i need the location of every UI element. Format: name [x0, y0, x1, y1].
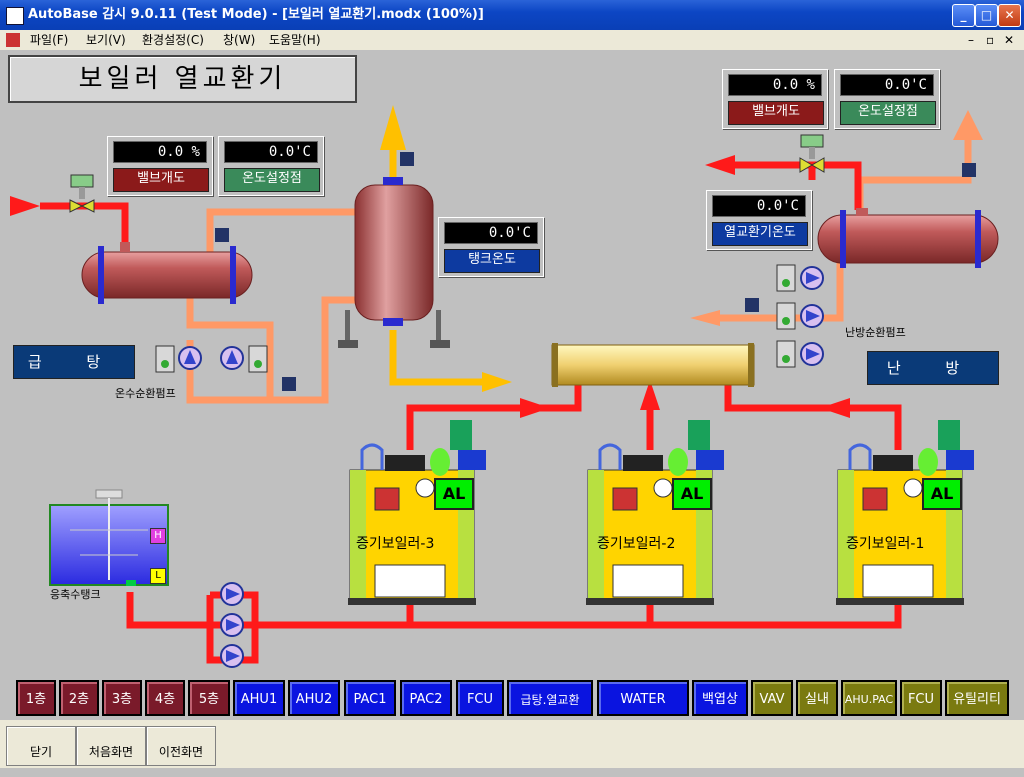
nav-ahu-pac[interactable]: AHU.PAC: [841, 680, 897, 716]
minimize-icon[interactable]: _: [952, 4, 975, 27]
right-temp-setpoint-label[interactable]: 온도설정점: [840, 101, 936, 125]
boiler-3-alarm-badge[interactable]: AL: [434, 478, 474, 510]
tank-low-level-indicator: L: [150, 568, 166, 584]
boiler-3-label[interactable]: 증기보일러-3: [356, 536, 435, 552]
nav-weather-box[interactable]: 백엽상: [692, 680, 748, 716]
title-bar: AutoBase 감시 9.0.11 (Test Mode) - [보일러 열교…: [0, 0, 1024, 30]
nav-fcu[interactable]: FCU: [456, 680, 504, 716]
steam-arrow-c: [820, 398, 850, 418]
nav-fcu-olive[interactable]: FCU: [900, 680, 942, 716]
condensate-arrow: [482, 372, 512, 392]
nav-floor-1[interactable]: 1층: [16, 680, 56, 716]
boiler-1-graphic: [836, 420, 974, 605]
home-screen-button[interactable]: 처음화면: [76, 726, 146, 766]
hx-temp-display: 0.0'C: [712, 195, 806, 217]
boiler-2-label[interactable]: 증기보일러-2: [597, 536, 676, 552]
control-valve-left-icon: [69, 174, 95, 213]
close-button[interactable]: 닫기: [6, 726, 76, 766]
boiler-1-alarm-badge[interactable]: AL: [922, 478, 962, 510]
menu-bar: 파일(F) 보기(V) 환경설정(C) 창(W) 도움말(H) – ▫ ✕: [0, 30, 1024, 50]
previous-screen-button[interactable]: 이전화면: [146, 726, 216, 766]
boiler-2-graphic: [586, 420, 724, 605]
menu-help[interactable]: 도움말(H): [269, 33, 321, 47]
control-valve-right-icon: [799, 134, 825, 173]
heating-return-arrow: [690, 310, 720, 326]
heating-label: 난 방: [867, 351, 999, 385]
mdi-close-icon[interactable]: ✕: [1004, 33, 1015, 47]
tank-high-level-indicator: H: [150, 528, 166, 544]
nav-pac1[interactable]: PAC1: [344, 680, 396, 716]
mdi-minimize-icon[interactable]: –: [968, 33, 974, 47]
nav-indoor[interactable]: 실내: [796, 680, 838, 716]
steam-arrow-a: [520, 398, 550, 418]
boiler-3-graphic: [348, 420, 486, 605]
window-title: AutoBase 감시 9.0.11 (Test Mode) - [보일러 열교…: [28, 7, 484, 22]
nav-floor-3[interactable]: 3층: [102, 680, 142, 716]
nav-utility[interactable]: 유틸리티: [945, 680, 1009, 716]
right-heat-exchanger: [817, 208, 999, 268]
hx-temp-label: 열교환기온도: [712, 222, 808, 246]
boiler-2-alarm-badge[interactable]: AL: [672, 478, 712, 510]
nav-floor-4[interactable]: 4층: [145, 680, 185, 716]
steam-main-pipes: [126, 368, 902, 664]
pump-arrow-icons: [184, 272, 820, 662]
hot-water-out-arrow: [953, 110, 983, 140]
doc-icon[interactable]: [6, 33, 20, 47]
steam-inlet-arrow-left: [10, 196, 40, 216]
nav-ahu2[interactable]: AHU2: [288, 680, 340, 716]
condensate-tank-label: 응축수탱크: [50, 588, 101, 601]
tank-temp-label: 탱크온도: [444, 249, 540, 273]
page-title: 보일러 열교환기: [8, 55, 357, 103]
hot-water-supply-label: 급 탕: [13, 345, 135, 379]
left-valve-label[interactable]: 밸브개도: [113, 168, 209, 192]
steam-pipe-left: [40, 202, 129, 245]
menu-view[interactable]: 보기(V): [86, 33, 126, 47]
close-icon[interactable]: ✕: [998, 4, 1021, 27]
nav-pac2[interactable]: PAC2: [400, 680, 452, 716]
pump-icons: [178, 266, 824, 668]
nav-floor-5[interactable]: 5층: [188, 680, 230, 716]
menu-window[interactable]: 창(W): [223, 33, 256, 47]
left-temp-setpoint-label[interactable]: 온도설정점: [224, 168, 320, 192]
nav-water[interactable]: WATER: [597, 680, 689, 716]
steam-arrow-b: [640, 380, 660, 410]
left-heat-exchanger: [81, 242, 253, 304]
condensate-tank-graphic: [49, 489, 169, 586]
temp-sensor-icons: [215, 152, 976, 391]
steam-pipe-right: [735, 161, 862, 210]
app-icon[interactable]: [6, 7, 24, 25]
boiler-1-label[interactable]: 증기보일러-1: [846, 536, 925, 552]
nav-hot-water-hx[interactable]: 급탕.열교환: [507, 680, 593, 716]
nav-vav[interactable]: VAV: [751, 680, 793, 716]
nav-floor-2[interactable]: 2층: [59, 680, 99, 716]
right-temp-display: 0.0'C: [840, 74, 934, 96]
vent-arrow: [380, 105, 406, 150]
mdi-restore-icon[interactable]: ▫: [986, 33, 995, 47]
right-valve-label[interactable]: 밸브개도: [728, 101, 824, 125]
left-valve-display: 0.0 %: [113, 141, 207, 163]
steam-inlet-arrow-right: [705, 155, 735, 175]
menu-settings[interactable]: 환경설정(C): [142, 33, 204, 47]
steam-header: [551, 343, 755, 387]
hot-water-pump-label: 온수순환펌프: [115, 387, 176, 400]
storage-tank: [338, 177, 450, 348]
nav-ahu1[interactable]: AHU1: [233, 680, 285, 716]
left-temp-display: 0.0'C: [224, 141, 318, 163]
pump-switch-icons: [155, 264, 796, 373]
right-valve-display: 0.0 %: [728, 74, 822, 96]
tank-temp-display: 0.0'C: [444, 222, 538, 244]
maximize-icon[interactable]: □: [975, 4, 998, 27]
heating-pump-label: 난방순환펌프: [845, 326, 906, 339]
menu-file[interactable]: 파일(F): [30, 33, 69, 47]
